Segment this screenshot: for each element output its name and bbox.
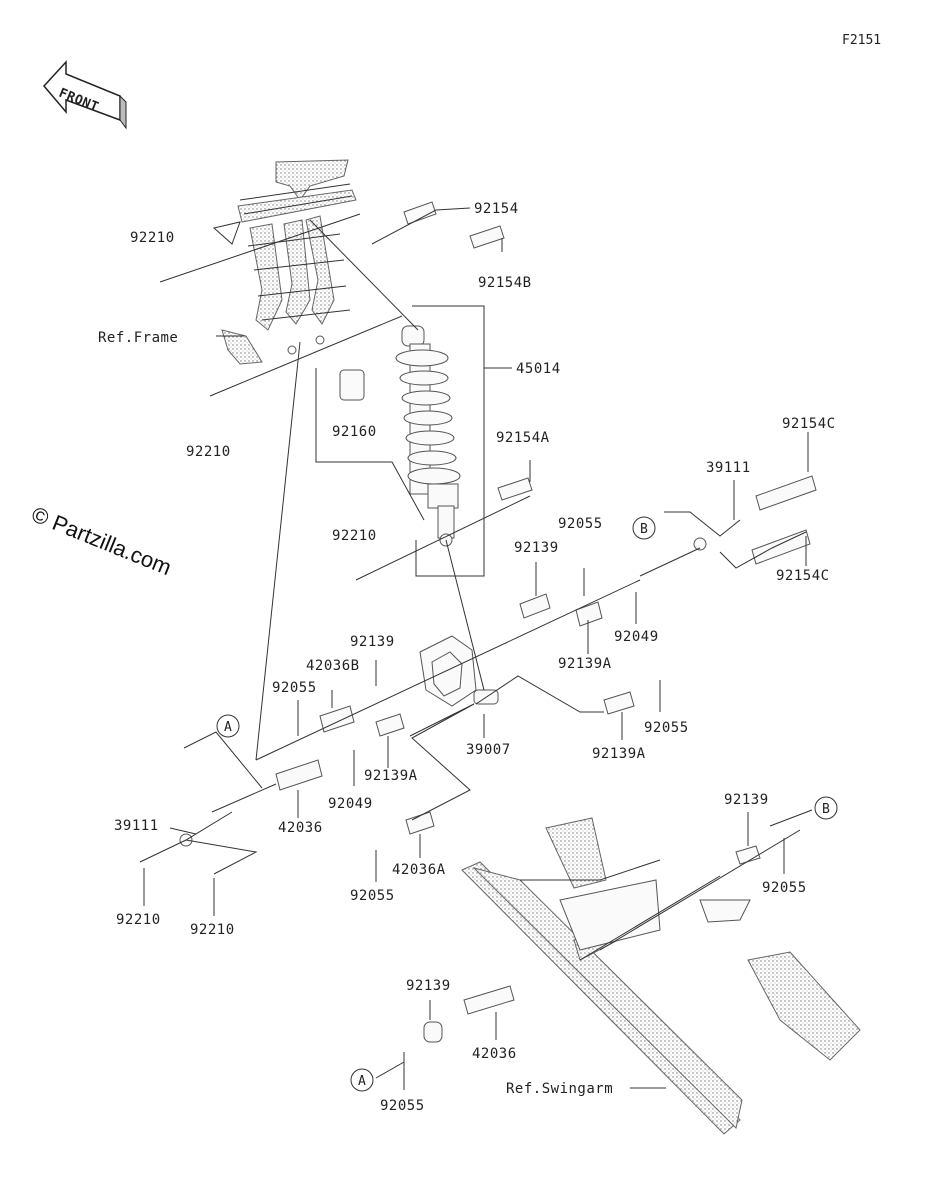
linkage-illustration — [419, 635, 499, 707]
part-label-92049-left[interactable]: 92049 — [328, 796, 373, 812]
callout-b-top-label: B — [640, 522, 648, 537]
part-label-42036a[interactable]: 42036A — [392, 862, 446, 878]
part-label-92154c-bottom[interactable]: 92154C — [776, 568, 830, 584]
part-label-92139-b[interactable]: 92139 — [350, 634, 395, 650]
swingarm-illustration — [461, 817, 861, 1135]
part-label-92210-mid[interactable]: 92210 — [186, 444, 231, 460]
part-label-42036-b[interactable]: 42036 — [472, 1046, 517, 1062]
callout-a-bottom-label: A — [358, 1074, 366, 1089]
part-label-92139a-a[interactable]: 92139A — [558, 656, 612, 672]
part-label-92154[interactable]: 92154 — [474, 201, 519, 217]
part-label-42036-a[interactable]: 42036 — [278, 820, 323, 836]
watermark: © Partzilla.com — [28, 501, 175, 580]
part-label-39111-left[interactable]: 39111 — [114, 818, 159, 834]
part-label-92055-f[interactable]: 92055 — [380, 1098, 425, 1114]
part-label-92049-right[interactable]: 92049 — [614, 629, 659, 645]
callout-b-top[interactable]: B — [632, 516, 656, 540]
part-label-92139-d[interactable]: 92139 — [406, 978, 451, 994]
part-label-92210-center[interactable]: 92210 — [332, 528, 377, 544]
part-label-92055-d[interactable]: 92055 — [350, 888, 395, 904]
part-label-92210-top[interactable]: 92210 — [130, 230, 175, 246]
part-label-92139-a[interactable]: 92139 — [514, 540, 559, 556]
part-label-39007[interactable]: 39007 — [466, 742, 511, 758]
part-label-92139a-b[interactable]: 92139A — [364, 768, 418, 784]
part-label-92055-e[interactable]: 92055 — [762, 880, 807, 896]
part-label-92055-c[interactable]: 92055 — [644, 720, 689, 736]
figure-code: F2151 — [842, 33, 881, 48]
frame-illustration — [212, 159, 357, 365]
part-label-39111-right[interactable]: 39111 — [706, 460, 751, 476]
part-label-92139a-c[interactable]: 92139A — [592, 746, 646, 762]
part-label-92210-bottom-right[interactable]: 92210 — [190, 922, 235, 938]
part-label-92139-c[interactable]: 92139 — [724, 792, 769, 808]
callout-b-bottom[interactable]: B — [814, 796, 838, 820]
front-arrow-icon: FRONT — [43, 60, 127, 130]
part-label-92154a[interactable]: 92154A — [496, 430, 550, 446]
ref-frame-label[interactable]: Ref.Frame — [98, 330, 178, 346]
ref-swingarm-label[interactable]: Ref.Swingarm — [506, 1081, 613, 1097]
bushings — [179, 201, 817, 1043]
callout-a-top[interactable]: A — [216, 714, 240, 738]
callout-a-top-label: A — [224, 720, 232, 735]
part-label-92154b[interactable]: 92154B — [478, 275, 532, 291]
part-label-92210-bottom-left[interactable]: 92210 — [116, 912, 161, 928]
part-label-92055-b[interactable]: 92055 — [272, 680, 317, 696]
part-label-92055-a[interactable]: 92055 — [558, 516, 603, 532]
part-label-45014[interactable]: 45014 — [516, 361, 561, 377]
part-labels: 92154 92154B 92210 45014 92160 92210 921… — [114, 201, 836, 1114]
callout-b-bottom-label: B — [822, 802, 830, 817]
shock-absorber-illustration — [395, 325, 461, 547]
part-label-42036b[interactable]: 42036B — [306, 658, 360, 674]
callout-a-bottom[interactable]: A — [350, 1068, 374, 1092]
part-label-92154c-top[interactable]: 92154C — [782, 416, 836, 432]
leader-lines — [139, 207, 813, 1090]
part-label-92160[interactable]: 92160 — [332, 424, 377, 440]
